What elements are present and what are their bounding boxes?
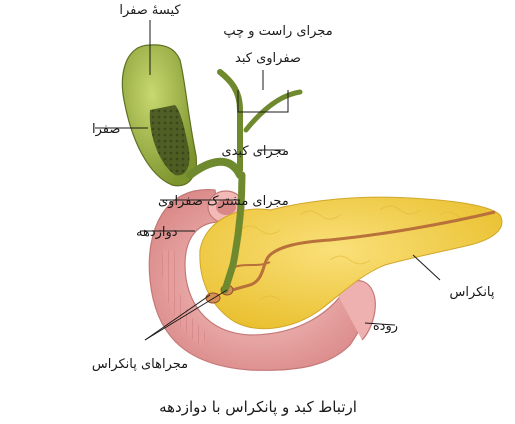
label-duodenum: دوازدهه bbox=[136, 225, 178, 240]
label-hepatic-ducts-line2: صفراوی کبد bbox=[235, 51, 301, 66]
figure-caption: ارتباط کبد و پانکراس با دوازدهه bbox=[159, 398, 357, 417]
label-bile: صفرا bbox=[92, 122, 120, 137]
label-hepatic-ducts-line1: مجرای راست و چپ bbox=[223, 24, 332, 39]
label-common-bile-duct: مجرای مشترک صفراوی bbox=[158, 194, 289, 209]
gallbladder-shape bbox=[122, 45, 196, 186]
label-pancreatic-ducts: مجراهای پانکراس bbox=[92, 357, 188, 372]
label-pancreas: پانکراس bbox=[449, 285, 494, 300]
label-intestine: روده bbox=[373, 319, 398, 334]
label-gallbladder: کیسهٔ صفرا bbox=[119, 3, 181, 18]
label-hepatic-duct: مجرای کبدی bbox=[221, 144, 289, 159]
